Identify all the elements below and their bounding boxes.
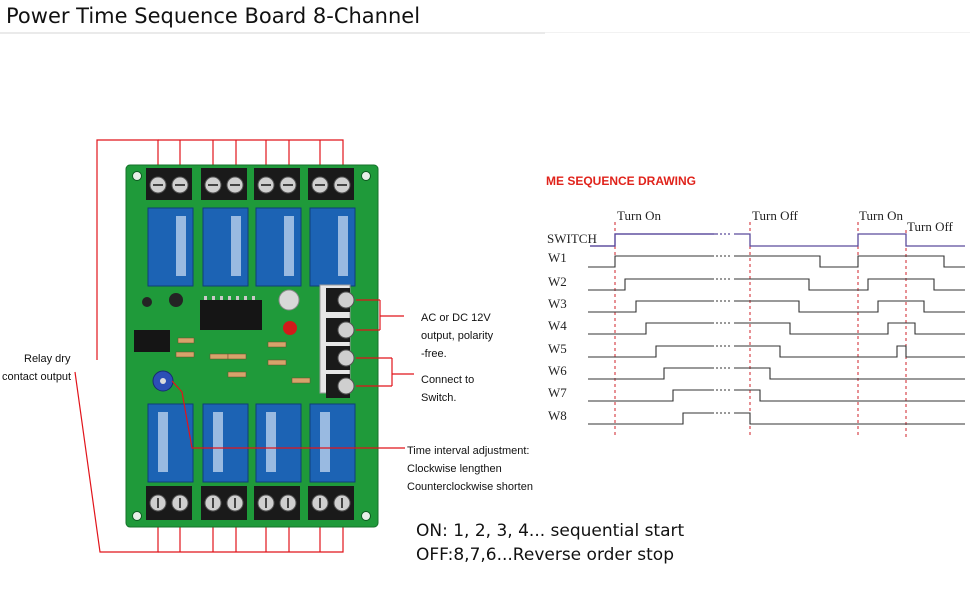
- power-label-line-1: AC or DC 12V: [421, 312, 491, 324]
- switch-callout: Connect to Switch.: [356, 357, 474, 404]
- relay-label-line-2: contact output: [2, 371, 71, 383]
- pot-label-line-1: Time interval adjustment:: [407, 445, 529, 457]
- event-label-turn-off-2: Turn Off: [907, 219, 954, 234]
- event-label-turn-off-1: Turn Off: [752, 208, 799, 223]
- channel-label-w1: W1: [548, 250, 567, 265]
- title-divider-right: [545, 32, 970, 33]
- trace-w5: [588, 345, 965, 358]
- trace-w4: [588, 322, 965, 335]
- note-on: ON: 1, 2, 3, 4... sequential start: [416, 521, 685, 541]
- note-off: OFF:8,7,6...Reverse order stop: [416, 545, 674, 565]
- event-label-turn-on-2: Turn On: [859, 208, 903, 223]
- switch-trace: [590, 233, 716, 247]
- relay-label-line-1: Relay dry: [24, 353, 71, 365]
- switch-label-line-1: Connect to: [421, 374, 474, 386]
- power-label-line-2: output, polarity: [421, 330, 494, 342]
- event-markers: [614, 222, 907, 438]
- trace-w6: [588, 367, 965, 380]
- channel-label-w6: W6: [548, 363, 567, 378]
- page-title: Power Time Sequence Board 8-Channel: [6, 4, 421, 28]
- top-terminal-blocks: [146, 168, 354, 200]
- trace-w1: [588, 255, 965, 268]
- relay-callout: Relay dry contact output: [2, 353, 71, 383]
- event-label-turn-on-1: Turn On: [617, 208, 661, 223]
- channel-label-w4: W4: [548, 318, 567, 333]
- pot-label-line-2: Clockwise lengthen: [407, 463, 502, 475]
- trace-w3: [588, 300, 965, 313]
- channel-label-w3: W3: [548, 296, 567, 311]
- power-callout: AC or DC 12V output, polarity -free.: [356, 299, 494, 360]
- switch-label-line-2: Switch.: [421, 392, 456, 404]
- middle-components: [134, 284, 355, 398]
- trace-w2: [588, 278, 965, 291]
- sequence-notes: ON: 1, 2, 3, 4... sequential start OFF:8…: [416, 519, 684, 567]
- trace-gaps: [716, 255, 732, 414]
- switch-row-label: SWITCH: [547, 231, 597, 246]
- top-relays: [147, 207, 356, 287]
- pot-label-line-3: Counterclockwise shorten: [407, 481, 533, 493]
- sequence-diagram: ME SEQUENCE DRAWING Turn On Turn Off Tur…: [546, 174, 965, 438]
- sequence-title: ME SEQUENCE DRAWING: [546, 174, 696, 188]
- channel-label-w8: W8: [548, 408, 567, 423]
- power-label-line-3: -free.: [421, 348, 447, 360]
- bottom-terminal-blocks: [146, 486, 354, 520]
- pot-callout: Time interval adjustment: Clockwise leng…: [171, 380, 533, 493]
- trace-w7: [588, 389, 965, 402]
- channel-label-w2: W2: [548, 274, 567, 289]
- channel-label-w5: W5: [548, 341, 567, 356]
- title-divider: [0, 32, 545, 34]
- trace-w8: [588, 412, 965, 425]
- bottom-relays: [147, 403, 356, 483]
- channel-label-w7: W7: [548, 385, 567, 400]
- channel-traces: [588, 255, 965, 425]
